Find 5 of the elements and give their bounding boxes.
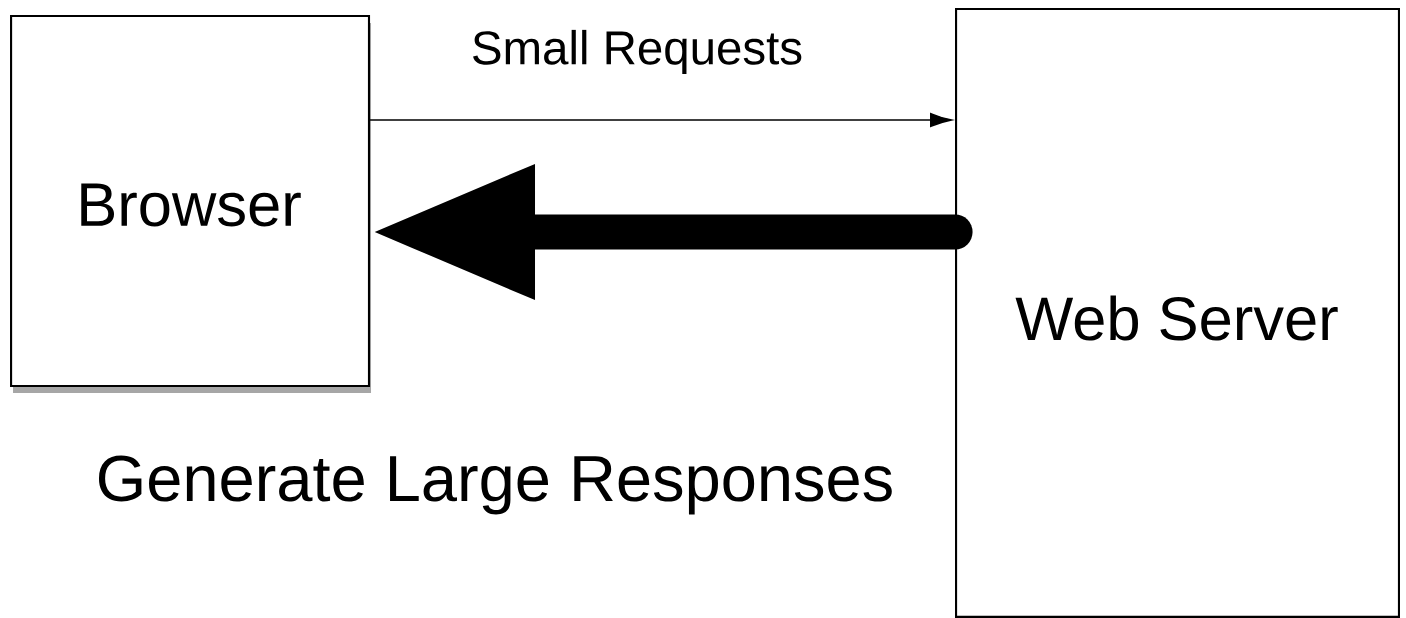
process-box: Web Server [955,8,1401,618]
arrow [369,112,953,128]
caption-text: Generate Large Responses [98,455,892,515]
edge-label: Small Requests [469,28,805,76]
process-box: Browser [10,15,371,393]
